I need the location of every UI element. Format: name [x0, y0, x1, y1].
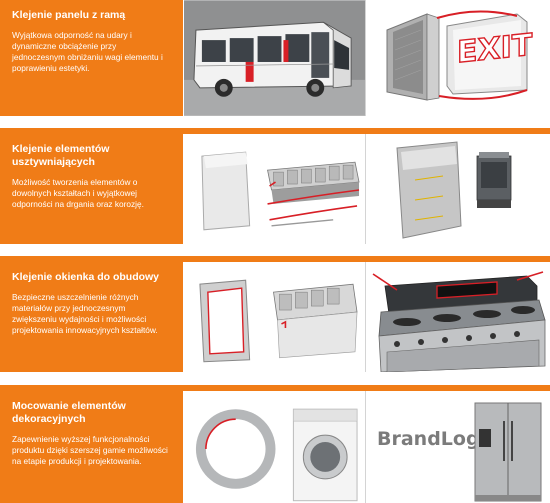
exit-sign-text: EXIT: [457, 28, 533, 71]
row-1-description: Wyjątkowa odporność na udary i dynamiczn…: [12, 30, 163, 73]
exit-sign-illustration: EXIT: [367, 0, 550, 116]
stiffener-image: [184, 134, 366, 244]
row-2-title: Klejenie elementów usztywniających: [12, 143, 110, 168]
row-1-title: Klejenie panelu z ramą: [12, 9, 126, 21]
washing-machine-image: [184, 391, 366, 503]
appliance-image: [367, 134, 550, 244]
window-frame-illustration: [199, 279, 358, 363]
application-row-3: Klejenie okienka do obudowy Bezpieczne u…: [0, 256, 550, 372]
stiffener-illustration: [201, 151, 360, 231]
window-frame-image: [184, 262, 366, 372]
row-4-description: Zapewnienie wyższej funkcjonalności prod…: [12, 434, 168, 466]
application-row-1: Klejenie panelu z ramą Wyjątkowa odporno…: [0, 0, 550, 116]
washing-machine-illustration: [195, 408, 358, 502]
exit-sign-image: EXIT: [367, 0, 550, 116]
row-2-text-panel: Klejenie elementów usztywniających Możli…: [0, 134, 183, 244]
row-4-band: [0, 385, 550, 391]
bus-image: [184, 0, 366, 116]
application-row-4: Mocowanie elementów dekoracyjnych Zapewn…: [0, 385, 550, 503]
appliance-illustration: [396, 141, 512, 239]
row-4-title: Mocowanie elementów dekoracyjnych: [12, 400, 126, 425]
row-3-text-panel: Klejenie okienka do obudowy Bezpieczne u…: [0, 262, 183, 372]
brand-logo-text: BrandLogo: [377, 428, 493, 450]
row-3-band: [0, 256, 550, 262]
gas-stove-image: [367, 262, 550, 372]
row-3-description: Bezpieczne uszczelnienie różnych materia…: [12, 292, 158, 335]
gas-stove-illustration: [372, 271, 546, 372]
bus-illustration: [184, 0, 365, 116]
brand-fridge-illustration: BrandLogo: [377, 402, 542, 502]
row-1-text-panel: Klejenie panelu z ramą Wyjątkowa odporno…: [0, 0, 183, 116]
row-4-text-panel: Mocowanie elementów dekoracyjnych Zapewn…: [0, 391, 183, 503]
row-2-description: Możliwość tworzenia elementów o dowolnyc…: [12, 177, 144, 209]
fridge-image: BrandLogo: [367, 391, 550, 503]
row-3-title: Klejenie okienka do obudowy: [12, 271, 160, 283]
row-2-band: [0, 128, 550, 134]
application-row-2: Klejenie elementów usztywniających Możli…: [0, 128, 550, 244]
